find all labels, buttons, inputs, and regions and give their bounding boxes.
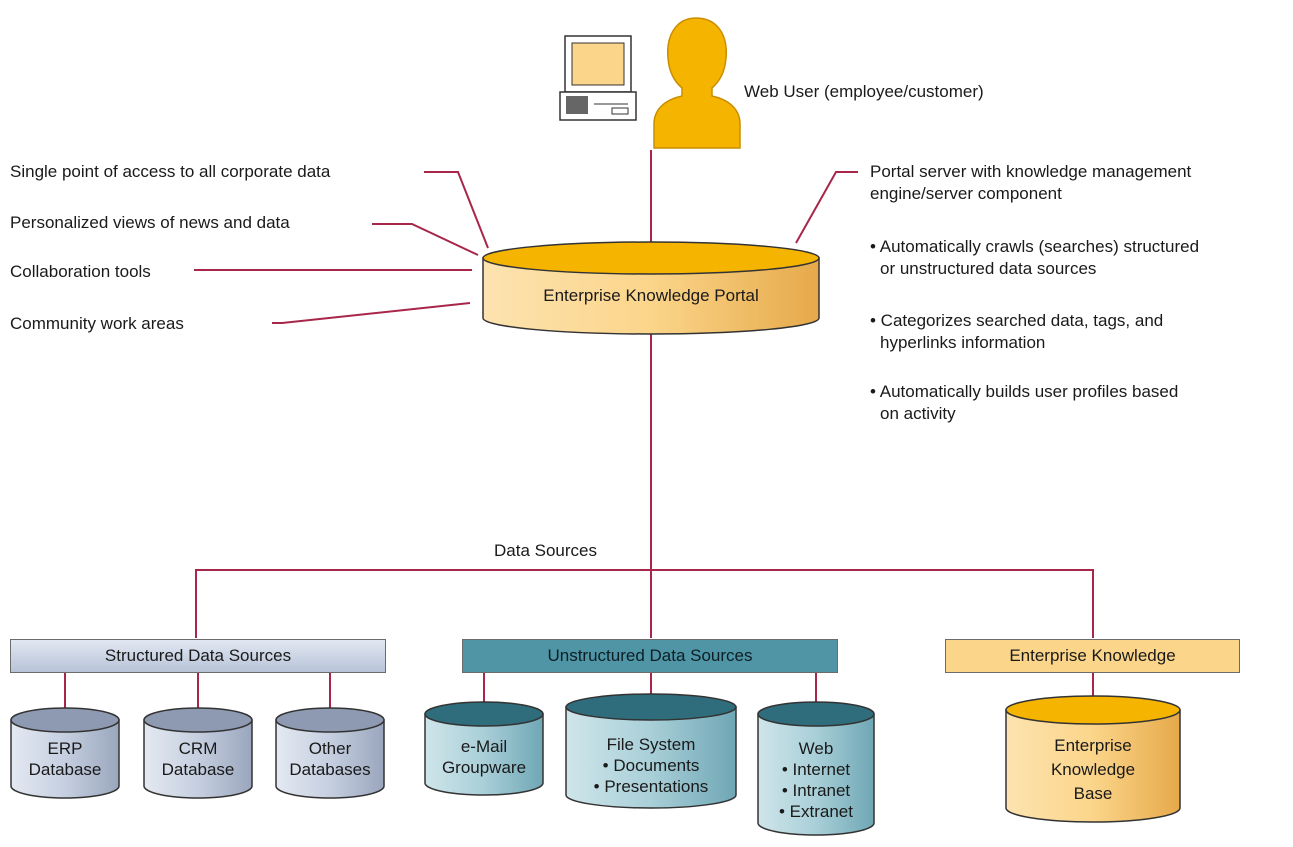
web-user-label: Web User (employee/customer) bbox=[744, 82, 984, 101]
feature-label-4: Community work areas bbox=[10, 314, 184, 333]
knowledge-base-cylinder: Enterprise Knowledge Base bbox=[1006, 734, 1180, 806]
unstructured-cylinders bbox=[424, 693, 875, 836]
erp-database-cylinder: ERP Database bbox=[11, 738, 119, 780]
structured-sources-box: Structured Data Sources bbox=[10, 639, 386, 673]
structured-cylinders bbox=[10, 707, 385, 799]
server-bullet-1: • Automatically crawls (searches) struct… bbox=[870, 236, 1199, 280]
crm-label-line-2: Database bbox=[161, 760, 235, 779]
feature-connector-1 bbox=[424, 171, 489, 249]
server-bullet-2-line-1: • Categorizes searched data, tags, and bbox=[870, 311, 1164, 330]
server-bullet-3: • Automatically builds user profiles bas… bbox=[870, 381, 1178, 425]
crm-database-cylinder: CRM Database bbox=[144, 738, 252, 780]
email-label-line-1: e-Mail bbox=[460, 737, 508, 756]
web-cylinder: Web • Internet • Intranet • Extranet bbox=[758, 738, 874, 822]
server-bullet-1-line-2: or unstructured data sources bbox=[880, 259, 1097, 278]
data-sources-label: Data Sources bbox=[494, 541, 597, 560]
portal-cylinder-shape bbox=[482, 241, 820, 335]
server-connector bbox=[795, 171, 858, 244]
filesystem-label-line-1: File System bbox=[606, 735, 696, 754]
enterprise-knowledge-box: Enterprise Knowledge bbox=[945, 639, 1240, 673]
kb-label-line-2: Knowledge bbox=[1050, 760, 1136, 779]
erp-label-line-2: Database bbox=[28, 760, 102, 779]
web-label-line-3: • Intranet bbox=[781, 781, 851, 800]
server-bullet-3-line-2: on activity bbox=[880, 404, 956, 423]
server-bullet-2-line-2: hyperlinks information bbox=[880, 333, 1046, 352]
filesystem-label-line-2: • Documents bbox=[602, 756, 700, 775]
person-icon bbox=[653, 17, 741, 149]
feature-connector-4 bbox=[272, 302, 471, 324]
server-heading-line-2: engine/server component bbox=[870, 184, 1062, 203]
web-label-line-1: Web bbox=[798, 739, 834, 758]
web-label-line-2: • Internet bbox=[781, 760, 851, 779]
web-label-line-4: • Extranet bbox=[779, 802, 853, 821]
connector-lines bbox=[64, 150, 1094, 708]
server-heading-line-1: Portal server with knowledge management bbox=[870, 162, 1192, 181]
feature-label-2: Personalized views of news and data bbox=[10, 213, 290, 232]
server-bullet-3-line-1: • Automatically builds user profiles bas… bbox=[870, 382, 1179, 401]
kb-label-line-3: Base bbox=[1073, 784, 1113, 803]
file-system-cylinder: File System • Documents • Presentations bbox=[566, 734, 736, 797]
other-db-label-line-2: Databases bbox=[289, 760, 371, 779]
kb-label-line-1: Enterprise bbox=[1054, 736, 1132, 755]
portal-label: Enterprise Knowledge Portal bbox=[543, 286, 759, 305]
server-bullet-2: • Categorizes searched data, tags, and h… bbox=[870, 310, 1163, 354]
feature-connector-2 bbox=[372, 223, 479, 256]
knowledge-cylinder bbox=[1005, 695, 1181, 823]
feature-label-1: Single point of access to all corporate … bbox=[10, 162, 331, 181]
computer-icon bbox=[559, 35, 637, 121]
sources-bus-line bbox=[195, 569, 1094, 638]
feature-label-3: Collaboration tools bbox=[10, 262, 151, 281]
other-databases-cylinder: Other Databases bbox=[276, 738, 384, 780]
erp-label-line-1: ERP bbox=[47, 739, 83, 758]
server-description: Portal server with knowledge management … bbox=[870, 161, 1191, 205]
crm-label-line-1: CRM bbox=[178, 739, 218, 758]
other-db-label-line-1: Other bbox=[308, 739, 352, 758]
unstructured-sources-box: Unstructured Data Sources bbox=[462, 639, 838, 673]
email-groupware-cylinder: e-Mail Groupware bbox=[425, 736, 543, 778]
server-bullet-1-line-1: • Automatically crawls (searches) struct… bbox=[870, 237, 1200, 256]
email-label-line-2: Groupware bbox=[441, 758, 527, 777]
filesystem-label-line-3: • Presentations bbox=[593, 777, 709, 796]
